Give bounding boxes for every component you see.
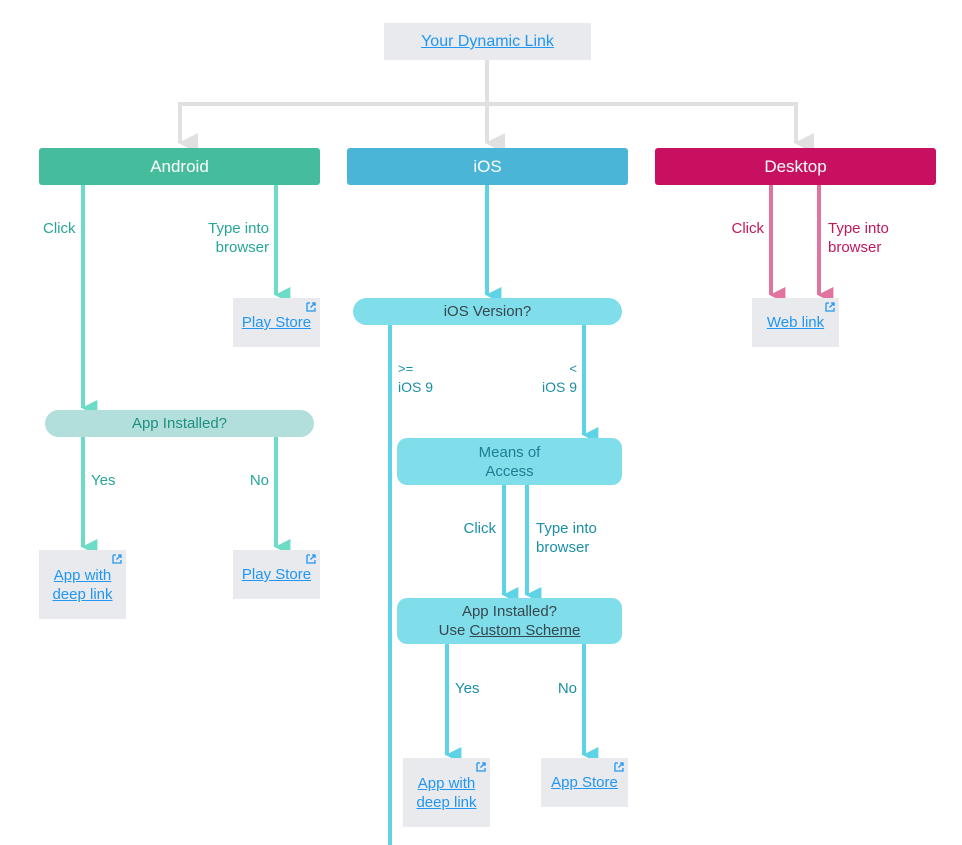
desktop-web-link[interactable]: Web link (766, 314, 825, 331)
external-link-icon (476, 762, 486, 772)
external-link-icon (825, 302, 835, 312)
platform-desktop: Desktop (655, 148, 936, 185)
ios-use-custom-scheme: Use Custom Scheme (439, 621, 581, 640)
ios-yes-label: Yes (455, 680, 480, 697)
ios-lt9-label-line1: < (569, 361, 577, 376)
android-app-installed-decision: App Installed? (45, 410, 314, 437)
ios-version-decision: iOS Version? (353, 298, 622, 325)
android-type-label-line1: Type into (208, 220, 269, 237)
desktop-type-label: Type into browser (828, 219, 889, 257)
ios-means-of-access: Means of Access (397, 438, 622, 485)
external-link-icon (112, 554, 122, 564)
android-play-store-bottom-box: Play Store (233, 550, 320, 599)
platform-ios: iOS (347, 148, 628, 185)
external-link-icon (614, 762, 624, 772)
desktop-click-label: Click (731, 220, 765, 237)
ios-means-of-access-line2: Access (485, 462, 534, 480)
ios-click-label: Click (463, 520, 497, 537)
android-type-label: Type into browser (200, 219, 269, 257)
platform-android: Android (39, 148, 320, 185)
ios-app-deep-link-line1: App with (417, 774, 476, 792)
ios-app-deep-link[interactable]: App with deep link (416, 774, 476, 812)
android-app-deep-link-box: App with deep link (39, 550, 126, 619)
ios-type-label: Type into browser (536, 519, 597, 557)
ios-use-prefix: Use (438, 622, 466, 639)
root-dynamic-link-box: Your Dynamic Link (384, 23, 591, 60)
android-no-label: No (249, 472, 269, 489)
ios-type-label-line1: Type into (536, 520, 597, 537)
ios-app-installed-label: App Installed? (461, 603, 558, 620)
android-yes-label: Yes (91, 472, 116, 489)
android-app-deep-link[interactable]: App with deep link (52, 566, 112, 604)
android-play-store-box: Play Store (233, 298, 320, 347)
ios-gte9-label: >= iOS 9 (398, 360, 433, 396)
ios-means-of-access-line1: Means of (478, 443, 541, 461)
android-type-label-line2: browser (215, 239, 269, 256)
android-play-store-bottom-link[interactable]: Play Store (241, 566, 312, 583)
desktop-type-label-line2: browser (828, 239, 882, 256)
android-app-deep-link-line1: App with (53, 566, 112, 584)
ios-no-label: No (557, 680, 577, 697)
ios-type-label-line2: browser (536, 539, 590, 556)
external-link-icon (306, 302, 316, 312)
ios-app-installed-decision: App Installed? Use Custom Scheme (397, 598, 622, 644)
ios-gte9-label-line2: iOS 9 (398, 379, 434, 395)
android-app-deep-link-line2: deep link (52, 585, 113, 603)
custom-scheme-link[interactable]: Custom Scheme (469, 622, 581, 639)
external-link-icon (306, 554, 316, 564)
desktop-web-link-box: Web link (752, 298, 839, 347)
android-click-label: Click (43, 220, 76, 237)
ios-app-store-box: App Store (541, 758, 628, 807)
root-dynamic-link[interactable]: Your Dynamic Link (421, 33, 554, 50)
ios-gte9-label-line1: >= (398, 361, 414, 376)
ios-lt9-label: < iOS 9 (527, 360, 577, 396)
ios-lt9-label-line2: iOS 9 (541, 379, 577, 395)
ios-app-store-link[interactable]: App Store (551, 774, 618, 791)
desktop-type-label-line1: Type into (828, 220, 889, 237)
ios-app-deep-link-box: App with deep link (403, 758, 490, 827)
android-play-store-link[interactable]: Play Store (241, 314, 312, 331)
ios-app-deep-link-line2: deep link (416, 793, 477, 811)
